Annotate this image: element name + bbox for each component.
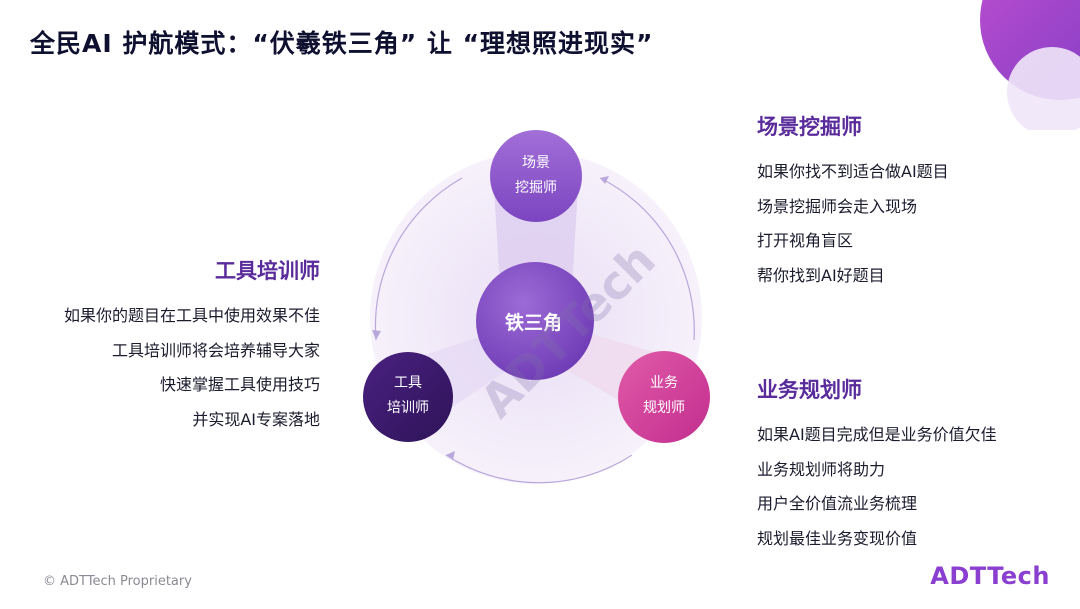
node-left-label: 工具 培训师: [368, 371, 448, 421]
node-left-line1: 工具: [368, 371, 448, 396]
node-right-label: 业务 规划师: [624, 371, 704, 421]
node-top-line2: 挖掘师: [496, 176, 576, 201]
role-tool-line: 并实现AI专案落地: [20, 403, 320, 438]
role-business-line: 规划最佳业务变现价值: [757, 522, 997, 557]
role-scene-line: 帮你找到AI好题目: [757, 259, 949, 294]
copyright-text: © ADTTech Proprietary: [43, 574, 192, 589]
role-business-title: 业务规划师: [757, 374, 997, 404]
role-business-line: 用户全价值流业务梳理: [757, 487, 997, 522]
node-left-line2: 培训师: [368, 396, 448, 421]
role-tool-title: 工具培训师: [20, 255, 320, 285]
role-tool: 工具培训师 如果你的题目在工具中使用效果不佳 工具培训师将会培养辅导大家 快速掌…: [20, 255, 320, 437]
role-scene-title: 场景挖掘师: [757, 111, 949, 141]
brand-logo: ADTTech: [930, 562, 1050, 590]
role-tool-line: 快速掌握工具使用技巧: [20, 368, 320, 403]
node-top-label: 场景 挖掘师: [496, 151, 576, 201]
role-scene: 场景挖掘师 如果你找不到适合做AI题目 场景挖掘师会走入现场 打开视角盲区 帮你…: [757, 111, 949, 293]
node-right-line2: 规划师: [624, 396, 704, 421]
node-top-line1: 场景: [496, 151, 576, 176]
node-right-line1: 业务: [624, 371, 704, 396]
role-scene-line: 打开视角盲区: [757, 224, 949, 259]
role-scene-line: 如果你找不到适合做AI题目: [757, 155, 949, 190]
role-tool-line: 如果你的题目在工具中使用效果不佳: [20, 299, 320, 334]
role-business-line: 业务规划师将助力: [757, 453, 997, 488]
role-business: 业务规划师 如果AI题目完成但是业务价值欠佳 业务规划师将助力 用户全价值流业务…: [757, 374, 997, 556]
role-tool-line: 工具培训师将会培养辅导大家: [20, 334, 320, 369]
role-business-line: 如果AI题目完成但是业务价值欠佳: [757, 418, 997, 453]
role-scene-line: 场景挖掘师会走入现场: [757, 190, 949, 225]
